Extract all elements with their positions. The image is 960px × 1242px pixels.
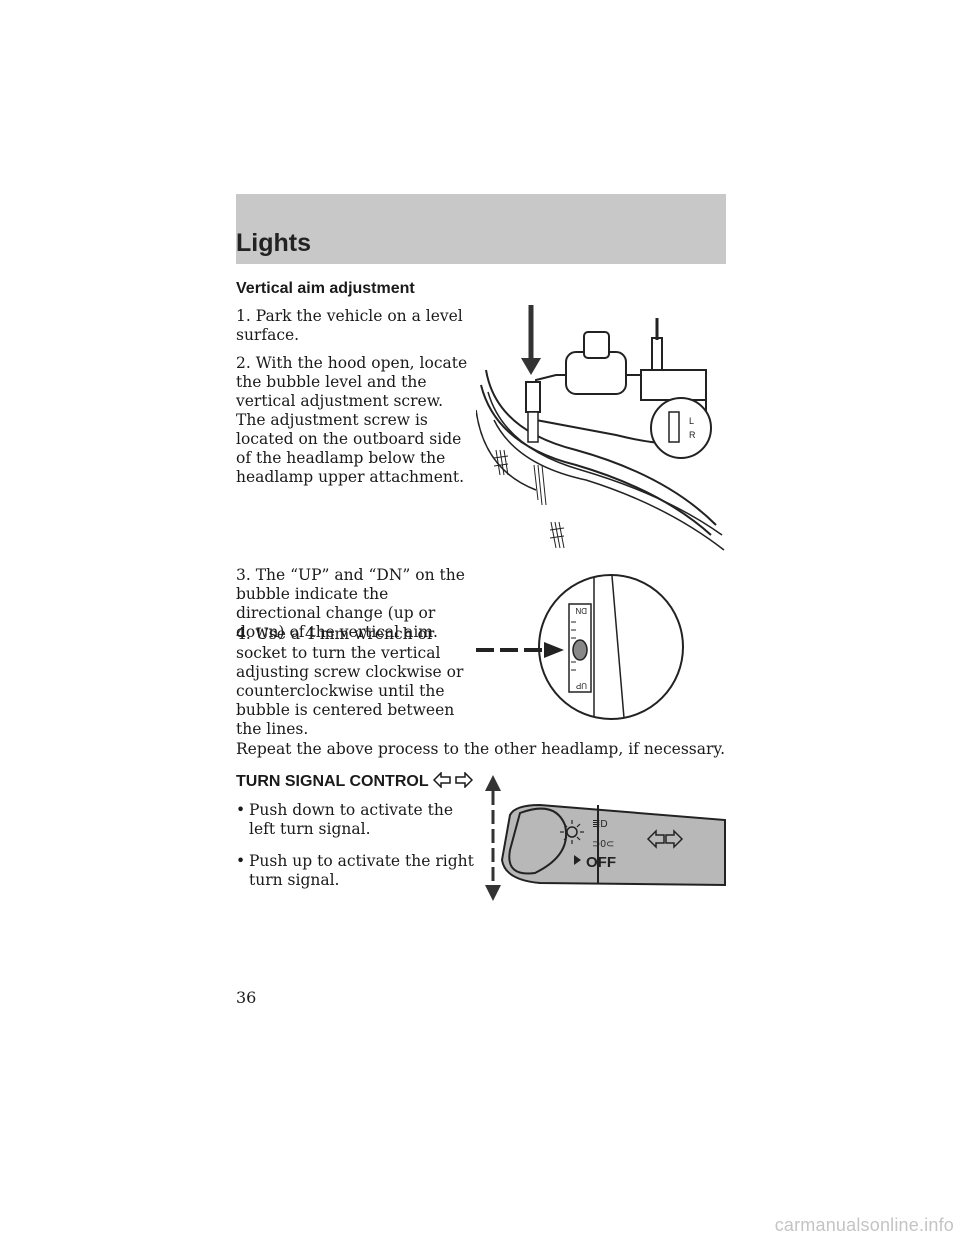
bubble-level-small <box>650 397 712 459</box>
turn-signal-stalk-illustration: ≣D ⊃0⊂ OFF <box>485 775 726 901</box>
turn-signal-arrows-icon <box>432 771 473 789</box>
label-dn: DN <box>575 606 587 615</box>
step-1-text: 1. Park the vehicle on a level surface. <box>236 307 463 344</box>
page-title: Lights <box>236 229 311 257</box>
left-arrow-icon <box>646 829 665 849</box>
bullet-dot: • <box>236 801 246 819</box>
light-icon <box>566 826 578 838</box>
turn-signal-heading-text: TURN SIGNAL CONTROL <box>236 773 429 790</box>
footer-watermark: carmanualsonline.info <box>774 1215 954 1235</box>
step-3-text: 3. The “UP” and “DN” on the bubble indic… <box>236 566 465 641</box>
page-number: 36 <box>236 988 257 1007</box>
section-heading-turn-signal: TURN SIGNAL CONTROL <box>236 771 473 791</box>
parking-lamp-icon: ⊃0⊂ <box>592 839 614 850</box>
bubble-level-illustration: DN UP <box>476 574 684 720</box>
off-label: OFF <box>586 854 616 871</box>
section-heading-vertical-aim: Vertical aim adjustment <box>236 280 415 297</box>
turn-signal-list: • Push down to activate the left turn si… <box>236 801 476 903</box>
label-up: UP <box>576 681 587 690</box>
label-r: R <box>689 430 696 440</box>
list-item: • Push up to activate the right turn sig… <box>236 852 474 889</box>
arrow-head <box>521 358 541 375</box>
list-item: • Push down to activate the left turn si… <box>236 801 454 838</box>
bubble <box>572 639 588 661</box>
bullet-dot: • <box>236 852 246 870</box>
header-band <box>236 194 726 264</box>
step-4-text: 4. Use a 4 mm wrench or socket to turn t… <box>236 625 464 738</box>
headlamp-icon: ≣D <box>592 819 608 830</box>
repeat-text: Repeat the above process to the other he… <box>236 740 726 758</box>
step-2-text: 2. With the hood open, locate the bubble… <box>236 354 468 486</box>
adjustment-screw <box>525 381 541 413</box>
label-l: L <box>689 416 694 426</box>
headlamp-adjustment-illustration: L R <box>476 305 725 551</box>
right-arrow-icon <box>665 829 684 849</box>
